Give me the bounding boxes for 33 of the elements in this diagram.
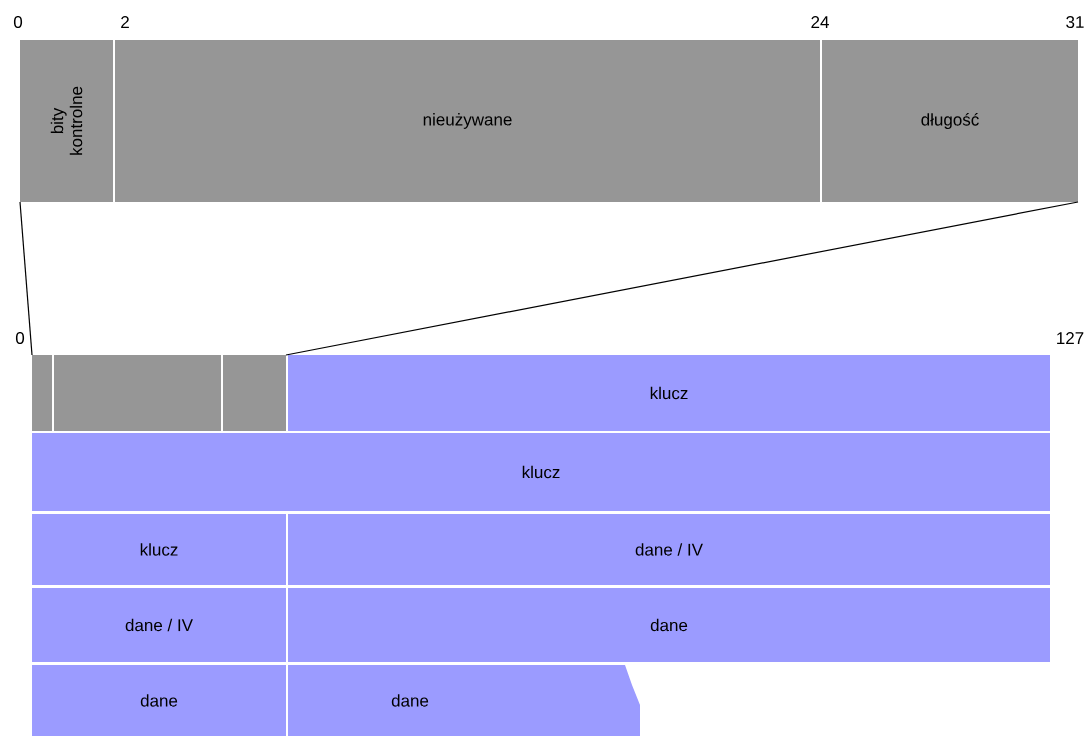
box <box>32 355 52 431</box>
field-box: dane <box>288 588 1050 662</box>
zoom-line <box>285 201 1079 356</box>
node-label: klucz <box>522 465 560 479</box>
node-label: klucz <box>650 386 688 400</box>
field-box: długość <box>822 40 1078 202</box>
node-label: nieużywane <box>423 113 512 129</box>
node-label: dane / IV <box>635 543 703 556</box>
box <box>54 355 221 431</box>
bit-number: 2 <box>121 16 129 28</box>
node-label: dane / IV <box>125 618 193 632</box>
node-label: dane <box>650 618 688 632</box>
bit-number: 31 <box>1066 16 1084 28</box>
field-box: bity kontrolne <box>20 40 113 202</box>
zoom-line <box>19 201 33 356</box>
bit-number: 0 <box>15 332 25 344</box>
node-label: długość <box>921 112 979 130</box>
bit-number: 24 <box>811 16 829 28</box>
bit-number: 127 <box>1057 332 1084 344</box>
node-label: klucz <box>140 543 178 556</box>
field-box: dane / IV <box>288 514 1050 585</box>
field-box: klucz <box>32 514 286 585</box>
box <box>223 355 286 431</box>
field-box: dane / IV <box>32 588 286 662</box>
field-box: nieużywane <box>115 40 820 202</box>
field-box: dane <box>32 665 286 736</box>
field-box: dane <box>288 665 640 736</box>
node-label: dane <box>140 694 178 707</box>
node-label: dane <box>391 694 429 707</box>
bit-number: 0 <box>13 16 23 28</box>
field-box: klucz <box>288 355 1050 431</box>
field-box: klucz <box>32 433 1050 511</box>
node-label: bity kontrolne <box>50 86 83 155</box>
